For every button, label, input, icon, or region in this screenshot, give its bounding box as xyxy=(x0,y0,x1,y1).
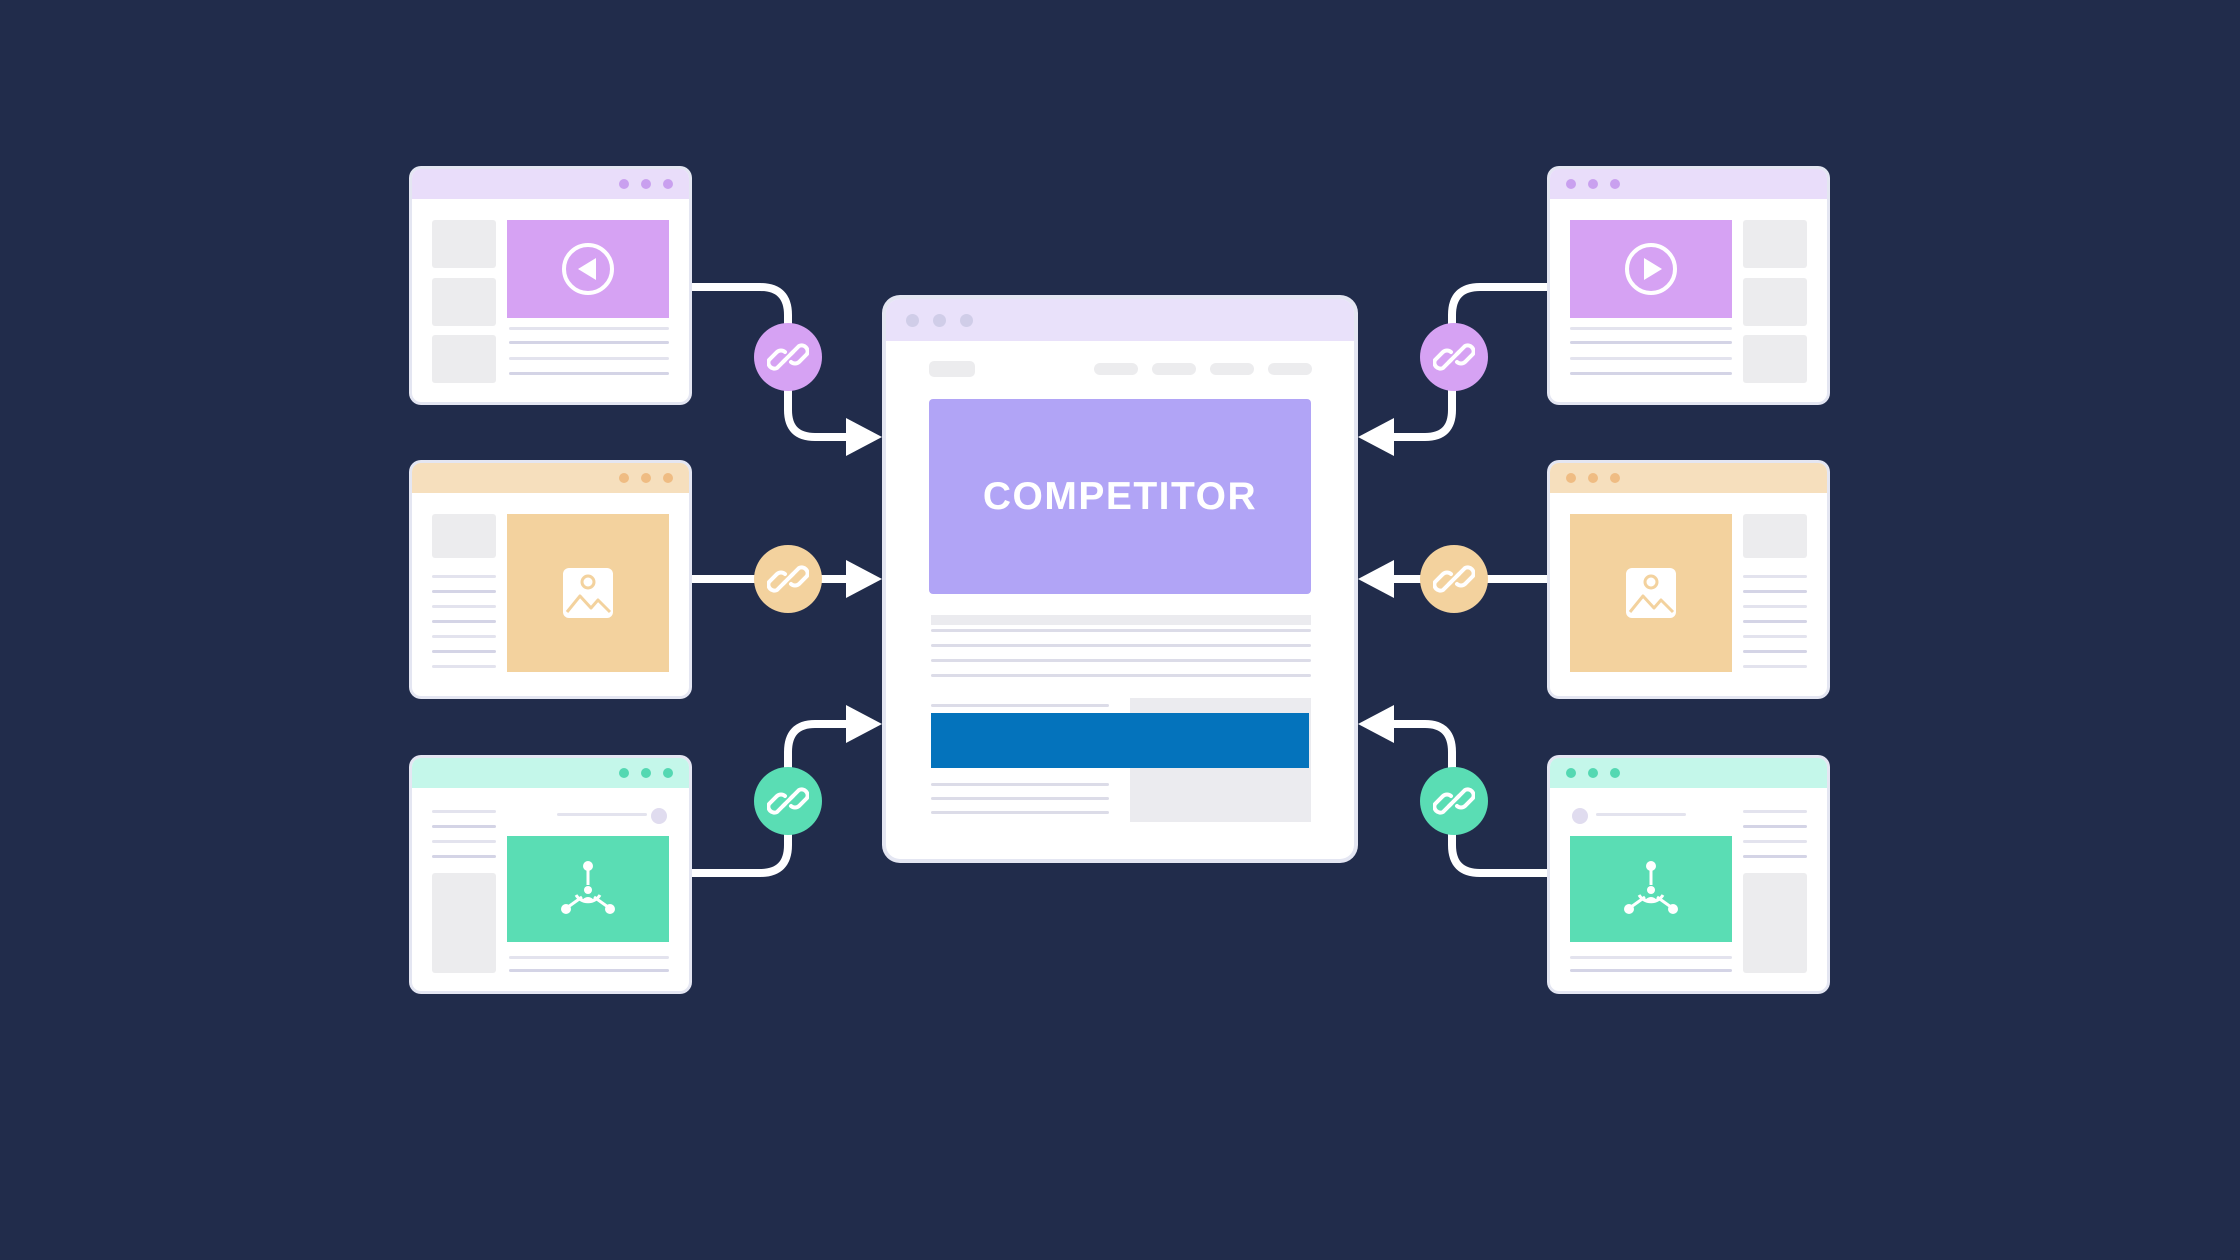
highlight-bar xyxy=(931,713,1309,768)
arrow-head-mid-right xyxy=(1358,560,1394,598)
arrow-head-bottom-left xyxy=(846,705,882,743)
link-icon xyxy=(767,565,809,593)
window-controls xyxy=(906,299,973,341)
video-thumbnail xyxy=(507,220,669,318)
arrow-head-bottom-right xyxy=(1358,705,1394,743)
link-badge-top-left xyxy=(754,323,822,391)
network-icon xyxy=(561,861,615,914)
source-window-video-right xyxy=(1550,169,1827,402)
window-controls xyxy=(1566,758,1620,788)
play-back-icon xyxy=(562,243,614,295)
hero-label: COMPETITOR xyxy=(982,474,1258,518)
link-badge-mid-right xyxy=(1420,545,1488,613)
network-thumbnail xyxy=(1570,836,1732,942)
window-controls xyxy=(619,463,673,493)
window-title-bar xyxy=(412,758,689,788)
link-icon xyxy=(1433,787,1475,815)
window-controls xyxy=(619,758,673,788)
window-title-bar xyxy=(1550,758,1827,788)
image-icon xyxy=(563,568,613,618)
link-badge-top-right xyxy=(1420,323,1488,391)
site-logo-placeholder xyxy=(929,361,975,377)
source-window-image-right xyxy=(1550,463,1827,696)
image-icon xyxy=(1626,568,1676,618)
nav-item xyxy=(1152,363,1196,375)
video-thumbnail xyxy=(1570,220,1732,318)
link-icon xyxy=(767,343,809,371)
source-window-network-right xyxy=(1550,758,1827,991)
window-title-bar xyxy=(412,463,689,493)
link-icon xyxy=(1433,343,1475,371)
window-title-bar xyxy=(1550,463,1827,493)
source-window-network-left xyxy=(412,758,689,991)
text-block xyxy=(931,615,1311,625)
window-controls xyxy=(1566,169,1620,199)
nav-item xyxy=(1094,363,1138,375)
hero-banner: COMPETITOR xyxy=(929,399,1311,594)
window-title-bar xyxy=(886,299,1354,341)
image-thumbnail xyxy=(507,514,669,672)
link-icon xyxy=(767,787,809,815)
window-title-bar xyxy=(412,169,689,199)
link-badge-mid-left xyxy=(754,545,822,613)
source-window-video-left xyxy=(412,169,689,402)
window-controls xyxy=(1566,463,1620,493)
link-badge-bottom-right xyxy=(1420,767,1488,835)
nav-item xyxy=(1210,363,1254,375)
window-controls xyxy=(619,169,673,199)
source-window-image-left xyxy=(412,463,689,696)
avatar xyxy=(1572,808,1588,824)
link-badge-bottom-left xyxy=(754,767,822,835)
link-icon xyxy=(1433,565,1475,593)
avatar xyxy=(651,808,667,824)
nav-item xyxy=(1268,363,1312,375)
network-thumbnail xyxy=(507,836,669,942)
network-icon xyxy=(1624,861,1678,914)
arrow-head-mid-left xyxy=(846,560,882,598)
arrow-head-top-right xyxy=(1358,418,1394,456)
competitor-window: COMPETITOR xyxy=(886,299,1354,859)
image-thumbnail xyxy=(1570,514,1732,672)
arrow-head-top-left xyxy=(846,418,882,456)
play-icon xyxy=(1625,243,1677,295)
window-title-bar xyxy=(1550,169,1827,199)
